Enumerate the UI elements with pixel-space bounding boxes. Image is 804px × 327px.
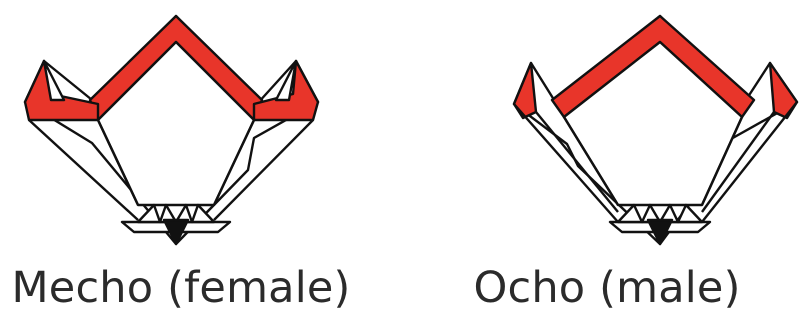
ocho-fold-diagram-icon [402,0,804,260]
mecho-label: Mecho (female) [0,258,382,318]
ocho-left-flap [514,63,536,118]
figure-ocho: Ocho (male) [402,0,804,327]
figure-mecho: Mecho (female) [0,0,402,327]
mecho-fold-diagram-icon [0,0,402,260]
ocho-right-flap [770,63,797,118]
ocho-label: Ocho (male) [406,258,804,318]
